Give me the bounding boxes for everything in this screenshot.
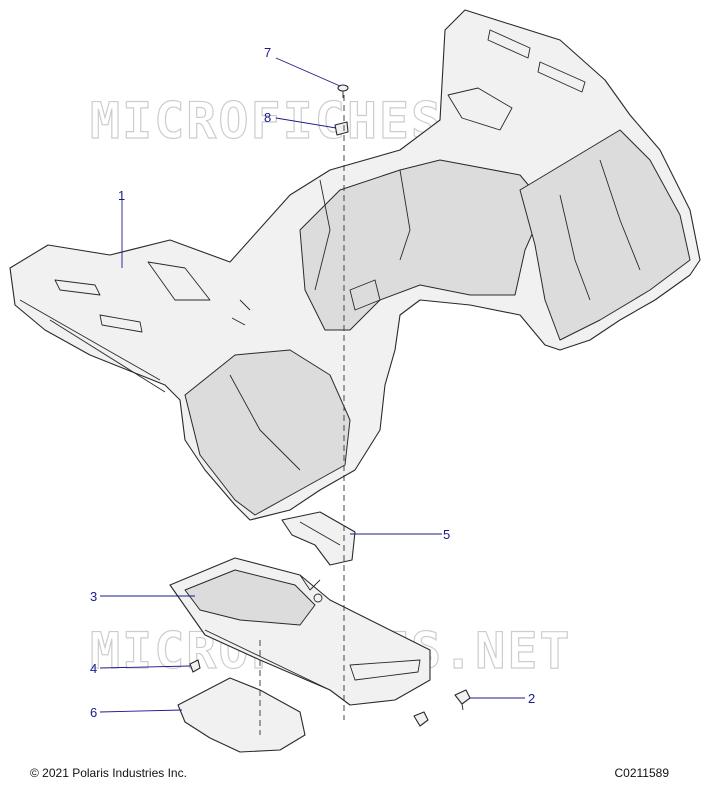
callout-4[interactable]: 4	[90, 661, 97, 676]
fastener-push-rivet-4[interactable]	[189, 659, 201, 673]
storage-tray[interactable]	[169, 557, 431, 706]
callout-8[interactable]: 8	[264, 110, 271, 125]
leader-6	[99, 709, 183, 713]
leader-7	[275, 57, 341, 87]
copyright-text: © 2021 Polaris Industries Inc.	[30, 766, 187, 780]
callout-6[interactable]: 6	[90, 705, 97, 720]
callout-5[interactable]: 5	[443, 527, 450, 542]
rear-fender-assembly[interactable]	[9, 9, 701, 521]
callout-2[interactable]: 2	[528, 691, 535, 706]
callout-7[interactable]: 7	[264, 45, 271, 60]
bracket[interactable]	[281, 511, 356, 566]
floor-mat[interactable]	[177, 677, 306, 753]
leader-4	[99, 665, 191, 669]
fastener-screw-lower[interactable]	[413, 711, 429, 727]
callout-1[interactable]: 1	[118, 188, 125, 203]
callout-3[interactable]: 3	[90, 589, 97, 604]
fastener-rivet-7[interactable]	[337, 84, 349, 98]
diagram-id: C0211589	[614, 766, 670, 780]
fastener-clip-8[interactable]	[334, 121, 349, 136]
fastener-screw-2[interactable]	[454, 689, 471, 711]
leader-8	[275, 117, 337, 129]
